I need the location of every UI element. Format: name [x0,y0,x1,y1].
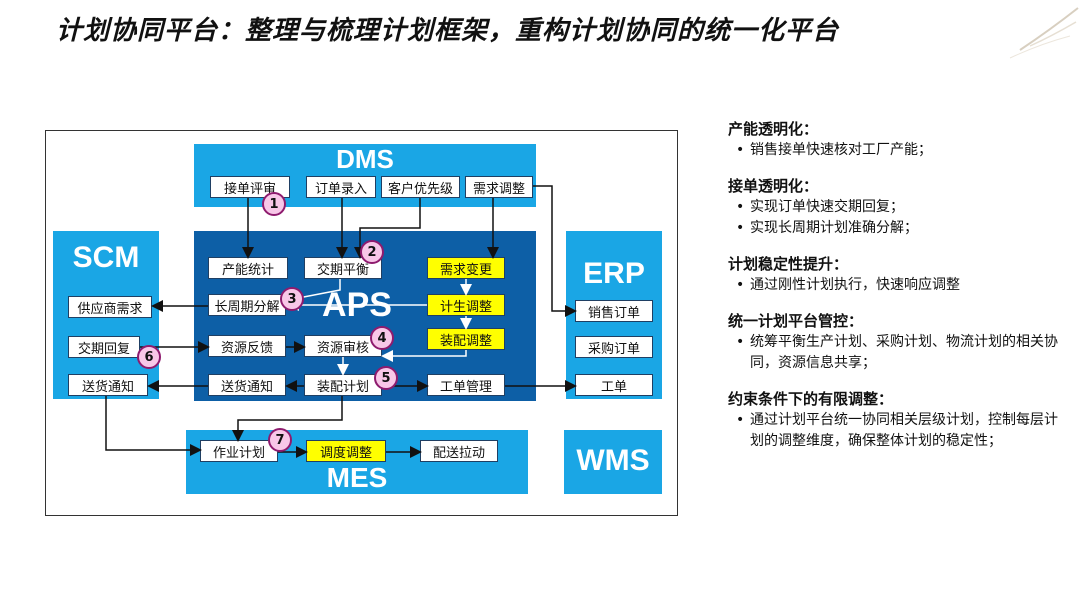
node-demand-change: 需求变更 [427,257,505,279]
node-work-order: 工单 [575,374,653,396]
step-badge: 6 [137,345,161,369]
benefit-bullet: 销售接单快速核对工厂产能； [728,140,1058,161]
node-long-term-breakdown: 长周期分解 [208,294,286,316]
node-dispatch-adjust: 调度调整 [306,440,386,462]
benefit-section: 计划稳定性提升： 通过刚性计划执行，快速响应调整 [728,253,1058,296]
step-badge: 1 [262,192,286,216]
scm-label: SCM [72,241,140,274]
mes-label: MES [326,462,388,493]
node-delivery-reply: 交期回复 [68,336,140,358]
corner-decoration [1009,7,1079,59]
benefits-panel: 产能透明化： 销售接单快速核对工厂产能； 接单透明化： 实现订单快速交期回复； … [728,118,1058,466]
benefit-bullet: 通过刚性计划执行，快速响应调整 [728,275,1058,296]
node-delivery-notice-scm: 送货通知 [68,374,148,396]
benefit-heading: 计划稳定性提升： [728,255,849,273]
step-badge: 5 [374,366,398,390]
node-purchase-order: 采购订单 [575,336,653,358]
step-badge: 4 [370,326,394,350]
node-resource-review: 资源审核 [304,335,382,357]
benefit-heading: 约束条件下的有限调整： [728,390,894,408]
wms-label: WMS [576,444,650,477]
benefit-section: 约束条件下的有限调整： 通过计划平台统一协同相关层级计划，控制每层计划的调整维度… [728,388,1058,452]
benefit-heading: 接单透明化： [728,177,819,195]
node-supplier-demand: 供应商需求 [68,296,152,318]
benefit-section: 接单透明化： 实现订单快速交期回复； 实现长周期计划准确分解； [728,175,1058,239]
node-resource-feedback: 资源反馈 [208,335,286,357]
erp-label: ERP [583,257,645,290]
benefit-heading: 统一计划平台管控： [728,312,864,330]
node-capacity-stats: 产能统计 [208,257,288,279]
benefit-section: 统一计划平台管控： 统筹平衡生产计划、采购计划、物流计划的相关协同，资源信息共享… [728,310,1058,374]
node-delivery-notice-aps: 送货通知 [208,374,286,396]
node-assembly-adjust: 装配调整 [427,328,505,350]
node-assembly-plan: 装配计划 [304,374,382,396]
step-badge: 7 [268,428,292,452]
node-delivery-pull: 配送拉动 [420,440,498,462]
dms-label: DMS [336,144,394,174]
step-badge: 2 [360,240,384,264]
benefit-bullet: 通过计划平台统一协同相关层级计划，控制每层计划的调整维度，确保整体计划的稳定性； [728,410,1058,452]
step-badge: 3 [280,287,304,311]
benefit-bullet: 统筹平衡生产计划、采购计划、物流计划的相关协同，资源信息共享； [728,332,1058,374]
node-job-plan: 作业计划 [200,440,278,462]
node-demand-adjust: 需求调整 [465,176,533,198]
node-work-order-mgmt: 工单管理 [427,374,505,396]
node-plan-adjust: 计生调整 [427,294,505,316]
benefit-section: 产能透明化： 销售接单快速核对工厂产能； [728,118,1058,161]
node-customer-priority: 客户优先级 [381,176,460,198]
benefit-bullet: 实现订单快速交期回复； [728,197,1058,218]
page-title: 计划协同平台：整理与梳理计划框架，重构计划协同的统一化平台 [56,16,840,46]
wms-system: WMS [564,430,662,494]
benefit-heading: 产能透明化： [728,120,819,138]
benefit-bullet: 实现长周期计划准确分解； [728,218,1058,239]
node-sales-order: 销售订单 [575,300,653,322]
node-order-entry: 订单录入 [306,176,376,198]
